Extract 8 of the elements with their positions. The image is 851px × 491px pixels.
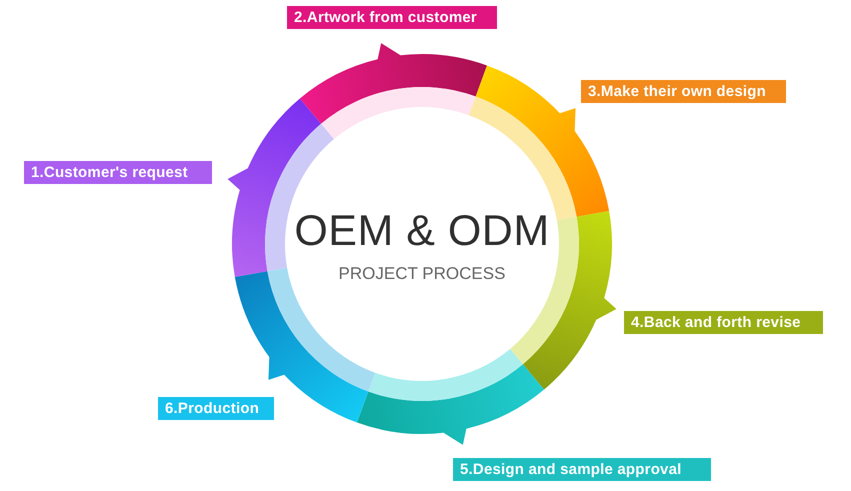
step-label: 1.Customer's request — [24, 161, 212, 184]
step-label: 2.Artwork from customer — [287, 6, 497, 29]
hub-subtitle: PROJECT PROCESS — [338, 265, 506, 282]
step-label: 3.Make their own design — [581, 80, 786, 103]
hub-title: OEM & ODM — [294, 210, 550, 253]
step-label: 6.Production — [158, 397, 274, 420]
step-label: 4.Back and forth revise — [624, 311, 823, 334]
step-label: 5.Design and sample approval — [453, 458, 711, 481]
